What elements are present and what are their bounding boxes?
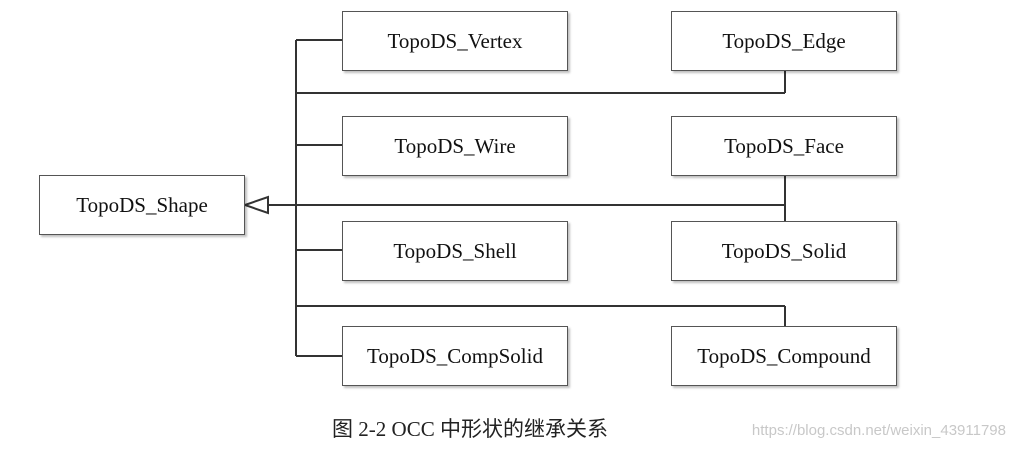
class-label-topods-compsolid: TopoDS_CompSolid [367,343,543,368]
class-label-topods-solid: TopoDS_Solid [721,238,847,263]
watermark-url: https://blog.csdn.net/weixin_43911798 [751,422,1006,439]
class-box-topods-solid: TopoDS_Solid [671,221,897,281]
class-box-topods-compound: TopoDS_Compound [671,326,897,386]
class-label-topods-wire: TopoDS_Wire [394,133,516,158]
class-box-topods-face: TopoDS_Face [671,116,897,176]
class-label-topods-compound: TopoDS_Compound [697,343,871,368]
class-label-topods-shell: TopoDS_Shell [393,238,517,263]
class-box-topods-vertex: TopoDS_Vertex [342,11,568,71]
class-box-topods-edge: TopoDS_Edge [671,11,897,71]
inheritance-arrowhead [241,195,269,215]
class-box-topods-wire: TopoDS_Wire [342,116,568,176]
class-box-topods-compsolid: TopoDS_CompSolid [342,326,568,386]
class-label-topods-vertex: TopoDS_Vertex [387,28,523,53]
class-label-topods-edge: TopoDS_Edge [722,28,846,53]
class-box-topods-shape: TopoDS_Shape [39,175,245,235]
figure-caption: 图 2-2 OCC 中形状的继承关系 [332,417,608,441]
class-box-topods-shell: TopoDS_Shell [342,221,568,281]
class-label-topods-shape: TopoDS_Shape [76,192,208,217]
class-label-topods-face: TopoDS_Face [724,133,844,158]
